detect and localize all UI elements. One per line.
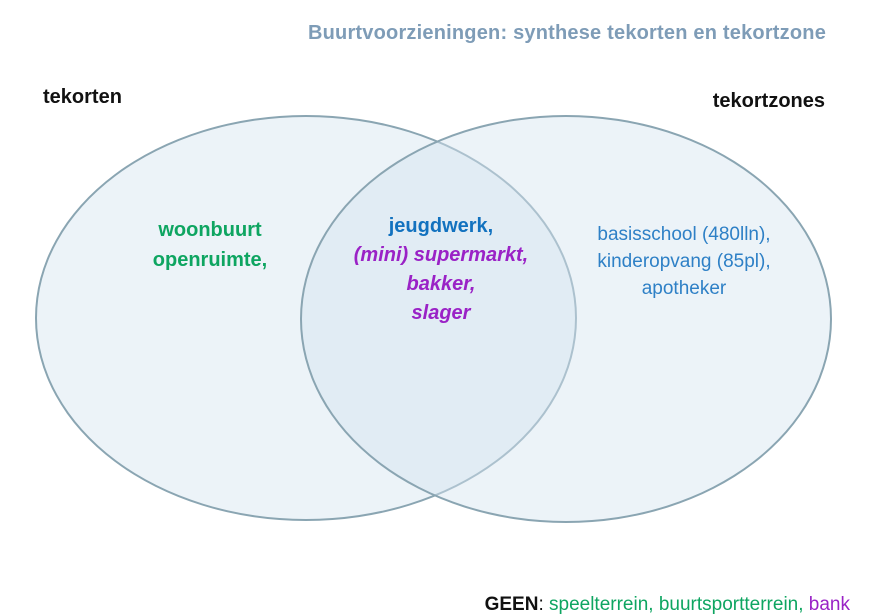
right-ellipse-tekortzones bbox=[300, 115, 832, 523]
venn-item-jeugdwerk: jeugdwerk, bbox=[388, 215, 494, 237]
right-set-label: tekortzones bbox=[712, 90, 825, 112]
left-set-label: tekorten bbox=[43, 86, 122, 108]
footer-prefix-geen: GEEN bbox=[484, 594, 539, 615]
footer-green-items: speelterrein, buurtsportterrein, bbox=[549, 594, 804, 615]
right-only-items: basisschool (480lln), kinderopvang (85pl… bbox=[564, 221, 804, 302]
venn-item-kinderopvang: kinderopvang (85pl), bbox=[597, 251, 771, 272]
venn-item-mini-supermarkt: (mini) supermarkt, bbox=[353, 244, 529, 266]
intersection-items: jeugdwerk, (mini) supermarkt, bakker, sl… bbox=[331, 212, 551, 328]
venn-item-bakker: bakker, bbox=[406, 273, 476, 295]
left-only-items: woonbuurt openruimte, bbox=[110, 215, 310, 275]
venn-item-basisschool: basisschool (480lln), bbox=[597, 224, 771, 245]
footer-purple-item-bank: bank bbox=[808, 594, 850, 615]
footer-separator: : bbox=[538, 594, 549, 615]
venn-item-apotheker: apotheker bbox=[641, 278, 727, 299]
venn-item-woonbuurt: woonbuurt bbox=[158, 219, 262, 241]
venn-item-slager: slager bbox=[411, 302, 471, 324]
page-title: Buurtvoorzieningen: synthese tekorten en… bbox=[307, 22, 827, 44]
footer-geen-line: GEEN: speelterrein, buurtsportterrein, b… bbox=[463, 572, 850, 616]
venn-item-openruimte: openruimte, bbox=[152, 249, 268, 271]
